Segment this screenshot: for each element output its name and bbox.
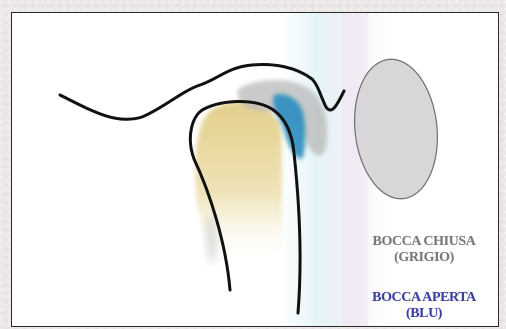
closed-mouth-label-line1: BOCCA CHIUSA <box>334 234 499 250</box>
open-mouth-label-line1: BOCCA APERTA <box>334 290 499 306</box>
open-mouth-label-line2: (BLU) <box>334 306 499 322</box>
closed-mouth-label: BOCCA CHIUSA (GRIGIO) <box>334 234 499 266</box>
open-mouth-label: BOCCA APERTA (BLU) <box>334 290 499 322</box>
closed-mouth-label-line2: (GRIGIO) <box>334 250 499 266</box>
light-band-secondary <box>342 13 368 326</box>
mouth-diagram <box>12 13 498 326</box>
diagram-panel: BOCCA CHIUSA (GRIGIO) BOCCA APERTA (BLU) <box>11 12 499 327</box>
